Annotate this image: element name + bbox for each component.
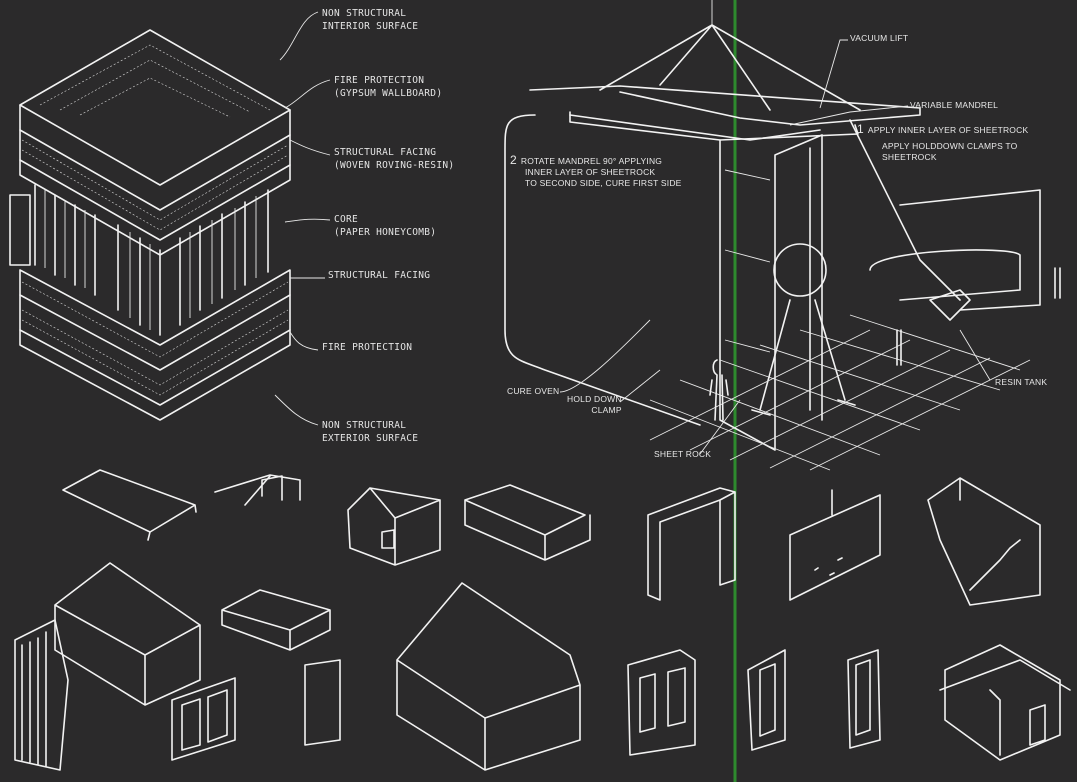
sketch-open-channel xyxy=(464,484,591,561)
label-line: INTERIOR SURFACE xyxy=(322,21,419,32)
label-line: SHEETROCK xyxy=(882,152,937,162)
step-number: 1 xyxy=(857,122,864,136)
label-core: CORE (PAPER HONEYCOMB) xyxy=(334,213,436,239)
label-vacuum-lift: VACUUM LIFT xyxy=(850,33,909,43)
step-text: TO SECOND SIDE, CURE FIRST SIDE xyxy=(525,178,682,188)
label-line: CORE xyxy=(334,214,359,225)
sketch-floor-slab xyxy=(221,589,331,651)
label-line: APPLY HOLDDOWN CLAMPS TO xyxy=(882,141,1018,151)
sketch-stair-module xyxy=(927,477,1041,606)
step-text: ROTATE MANDREL 90° APPLYING xyxy=(520,156,663,166)
sketch-wall-with-openings xyxy=(789,489,881,601)
label-cure-oven: CURE OVEN xyxy=(507,386,560,396)
label-sheet-rock: SHEET ROCK xyxy=(654,449,712,459)
label-structural-facing: STRUCTURAL FACING xyxy=(328,270,431,281)
sketch-wall-frame xyxy=(647,487,736,601)
label-line: STRUCTURAL FACING xyxy=(334,147,437,158)
sketch-small-house xyxy=(347,487,441,566)
label-exterior-surface: NON STRUCTURAL EXTERIOR SURFACE xyxy=(322,419,418,445)
label-line: (GYPSUM WALLBOARD) xyxy=(334,88,443,99)
label-resin-tank: RESIN TANK xyxy=(995,377,1048,387)
sandwich-panel-drawing xyxy=(9,11,331,426)
label-line: NON STRUCTURAL xyxy=(322,8,407,19)
label-structural-facing-woven: STRUCTURAL FACING (WOVEN ROVING-RESIN) xyxy=(334,146,454,172)
label-line: CLAMP xyxy=(591,405,622,415)
sketch-window-module xyxy=(627,649,696,756)
sketch-utility-core xyxy=(939,644,1071,761)
sketch-roof-panel xyxy=(62,469,197,541)
sketch-slatted-panel xyxy=(14,619,69,771)
label-step-1-sub: APPLY HOLDDOWN CLAMPS TO SHEETROCK xyxy=(882,141,1017,163)
module-sketches xyxy=(14,469,1071,771)
label-line: EXTERIOR SURFACE xyxy=(322,433,419,444)
sketch-door-wall-1 xyxy=(747,649,786,751)
sketch-large-box xyxy=(54,562,201,706)
step-number: 2 xyxy=(510,153,517,167)
step-text: INNER LAYER OF SHEETROCK xyxy=(525,167,656,177)
sketch-gable-box xyxy=(396,582,581,771)
mandrel-machine-drawing xyxy=(504,0,1061,471)
label-fire-protection-gypsum: FIRE PROTECTION (GYPSUM WALLBOARD) xyxy=(334,74,442,100)
label-variable-mandrel: VARIABLE MANDREL xyxy=(910,100,999,110)
label-fire-protection: FIRE PROTECTION xyxy=(322,342,413,353)
label-line: (PAPER HONEYCOMB) xyxy=(334,227,437,238)
sketch-gable-frame xyxy=(214,474,301,506)
label-line: HOLD DOWN xyxy=(567,394,622,404)
step-text: APPLY INNER LAYER OF SHEETROCK xyxy=(867,125,1029,135)
label-hold-down-clamp: HOLD DOWN CLAMP xyxy=(567,394,622,416)
label-interior-surface: NON STRUCTURAL INTERIOR SURFACE xyxy=(322,7,418,33)
label-line: (WOVEN ROVING-RESIN) xyxy=(334,160,455,171)
sketch-window-wall xyxy=(171,677,236,761)
label-line: FIRE PROTECTION xyxy=(334,75,425,86)
sketch-door-panel xyxy=(304,659,341,746)
sketch-door-wall-2 xyxy=(847,649,881,749)
label-line: NON STRUCTURAL xyxy=(322,420,407,431)
